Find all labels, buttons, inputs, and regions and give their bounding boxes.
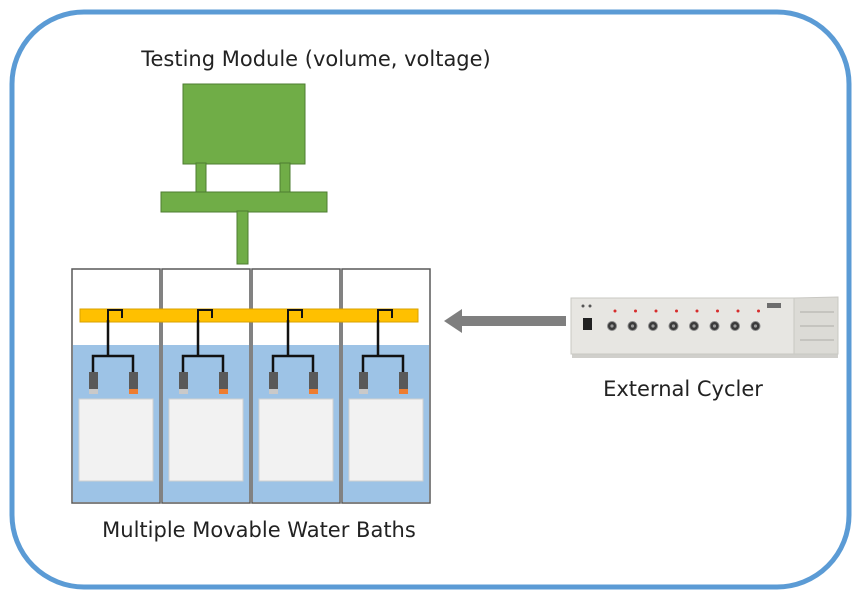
rail-hook (107, 309, 123, 320)
cycler-channel (689, 309, 699, 331)
testing-module-leg-left (195, 162, 207, 194)
cycler-shadow (572, 354, 838, 358)
channel-led (613, 309, 617, 313)
negative-clamp (269, 372, 278, 390)
negative-tab (179, 389, 188, 394)
channel-connector-pin (712, 324, 717, 328)
cycler-channel (648, 309, 658, 331)
bath-wiring (179, 309, 228, 394)
channel-led (654, 309, 658, 313)
external-cycler-label: External Cycler (603, 377, 763, 401)
signal-arrow (444, 309, 566, 333)
bath-wiring (89, 309, 138, 394)
channel-connector-pin (630, 324, 635, 328)
external-cycler (570, 296, 839, 358)
cycler-front-panel (570, 297, 795, 355)
cycler-channel (607, 309, 617, 331)
battery-cell (78, 398, 154, 482)
testing-module-connector (236, 210, 249, 265)
signal-arrow-head (444, 309, 462, 333)
cycler-channel (709, 309, 720, 331)
connection-rail (79, 308, 419, 323)
cycler-indicator-2 (588, 304, 592, 308)
cycler-channels (607, 309, 761, 331)
rail-hook (377, 309, 393, 320)
positive-clamp (399, 372, 408, 390)
water-bath (71, 268, 161, 504)
cycler-channel (627, 309, 638, 331)
testing-module-label: Testing Module (volume, voltage) (140, 47, 491, 71)
channel-led (695, 309, 699, 313)
channel-connector-pin (671, 324, 676, 328)
cycler-channel (730, 309, 740, 331)
channel-led (757, 309, 760, 313)
channel-connector-pin (610, 324, 614, 328)
cell-lead-wire (271, 320, 315, 372)
cycler-channel (750, 309, 761, 331)
cell-wiring (89, 309, 408, 394)
channel-connector-pin (651, 324, 655, 328)
bath-wiring (269, 309, 318, 394)
battery-cell (168, 398, 244, 482)
negative-clamp (359, 372, 368, 390)
cycler-power-switch (583, 318, 592, 330)
bath-wiring (359, 309, 408, 394)
battery-cell (348, 398, 424, 482)
cell-lead-wire (181, 320, 225, 372)
testing-module-box (182, 83, 306, 165)
channel-connector-pin (753, 324, 758, 328)
positive-clamp (129, 372, 138, 390)
positive-clamp (309, 372, 318, 390)
testing-module (160, 83, 328, 265)
rail-hook (287, 309, 303, 320)
negative-tab (89, 389, 98, 394)
positive-tab (219, 389, 228, 394)
cycler-indicator-1 (581, 304, 585, 308)
rail-hook (197, 309, 213, 320)
channel-connector-pin (692, 324, 696, 328)
channel-led (736, 309, 740, 313)
cell-lead-wire (91, 320, 135, 372)
testing-module-crossbar (160, 191, 328, 213)
channel-connector-pin (733, 324, 737, 328)
water-baths-label: Multiple Movable Water Baths (102, 518, 416, 542)
cell-lead-wire (361, 320, 405, 372)
cycler-channel (668, 309, 679, 331)
positive-tab (129, 389, 138, 394)
negative-clamp (89, 372, 98, 390)
channel-led (675, 309, 678, 313)
water-baths (71, 268, 431, 504)
negative-tab (359, 389, 368, 394)
water-bath (251, 268, 341, 504)
positive-clamp (219, 372, 228, 390)
testing-module-leg-right (279, 162, 291, 194)
signal-arrow-shaft (460, 316, 566, 326)
positive-tab (399, 389, 408, 394)
cycler-brand-badge (767, 303, 781, 308)
positive-tab (309, 389, 318, 394)
negative-clamp (179, 372, 188, 390)
negative-tab (269, 389, 278, 394)
water-bath (341, 268, 431, 504)
channel-led (634, 309, 637, 313)
water-bath (161, 268, 251, 504)
battery-cell (258, 398, 334, 482)
channel-led (716, 309, 719, 313)
